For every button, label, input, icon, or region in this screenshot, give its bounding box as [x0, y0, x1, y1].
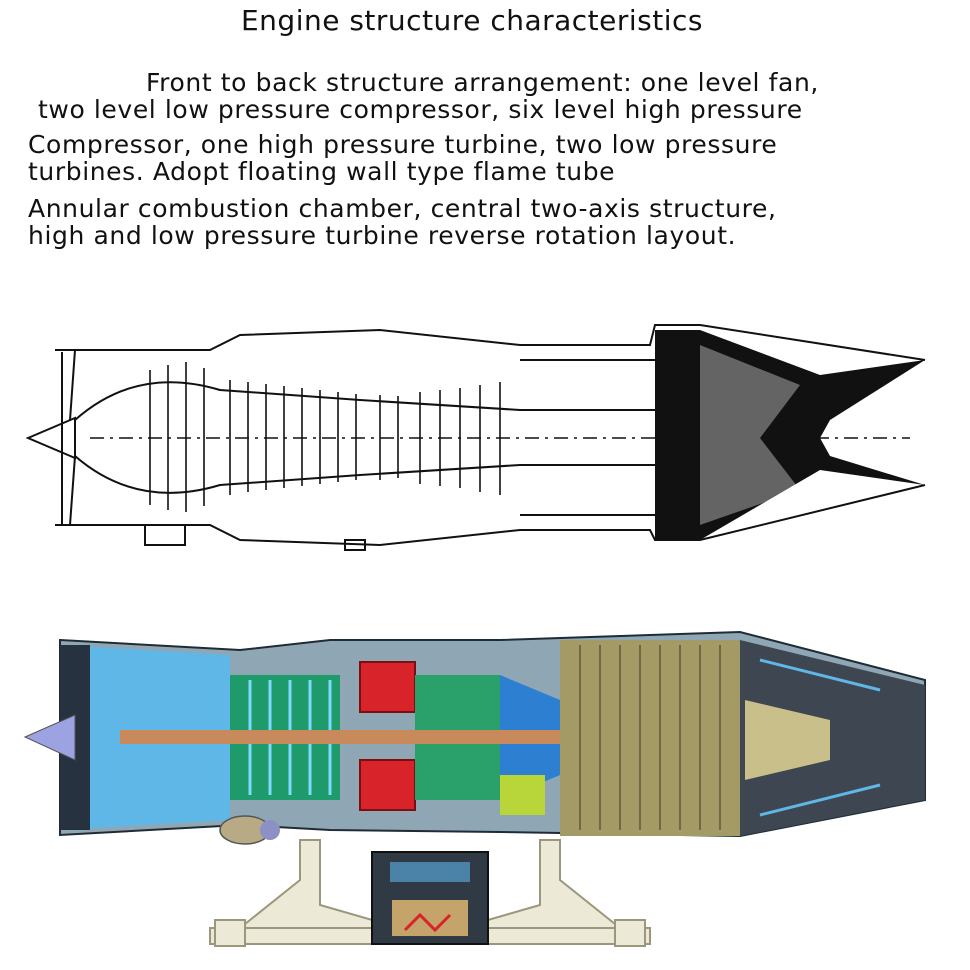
- compressor-stages: [149, 362, 501, 512]
- engine-line-drawing: [25, 324, 926, 551]
- fan-blade-lower: [69, 455, 76, 526]
- description-line-6: high and low pressure turbine reverse ro…: [28, 221, 737, 250]
- nozzle-section: [655, 330, 925, 540]
- description-line-1: Front to back structure arrangement: one…: [146, 68, 819, 97]
- description-line-3: Compressor, one high pressure turbine, t…: [28, 130, 778, 159]
- main-shaft: [120, 730, 560, 744]
- engine-color-cutaway: [23, 630, 926, 947]
- casing-upper: [55, 324, 926, 361]
- display-stand: [209, 839, 651, 947]
- spinner-outline: [25, 416, 76, 460]
- description-line-4: turbines. Adopt floating wall type flame…: [28, 157, 616, 186]
- page-title: Engine structure characteristics: [240, 4, 704, 37]
- combustor-lower: [359, 759, 416, 811]
- fan-blade-upper: [69, 349, 76, 421]
- control-box: [371, 851, 489, 945]
- combustor-upper: [359, 661, 416, 713]
- description-line-5: Annular combustion chamber, central two-…: [28, 194, 777, 223]
- afterburner-section: [560, 640, 740, 836]
- description-line-2: two level low pressure compressor, six l…: [38, 95, 803, 124]
- spinner-cone: [23, 714, 76, 761]
